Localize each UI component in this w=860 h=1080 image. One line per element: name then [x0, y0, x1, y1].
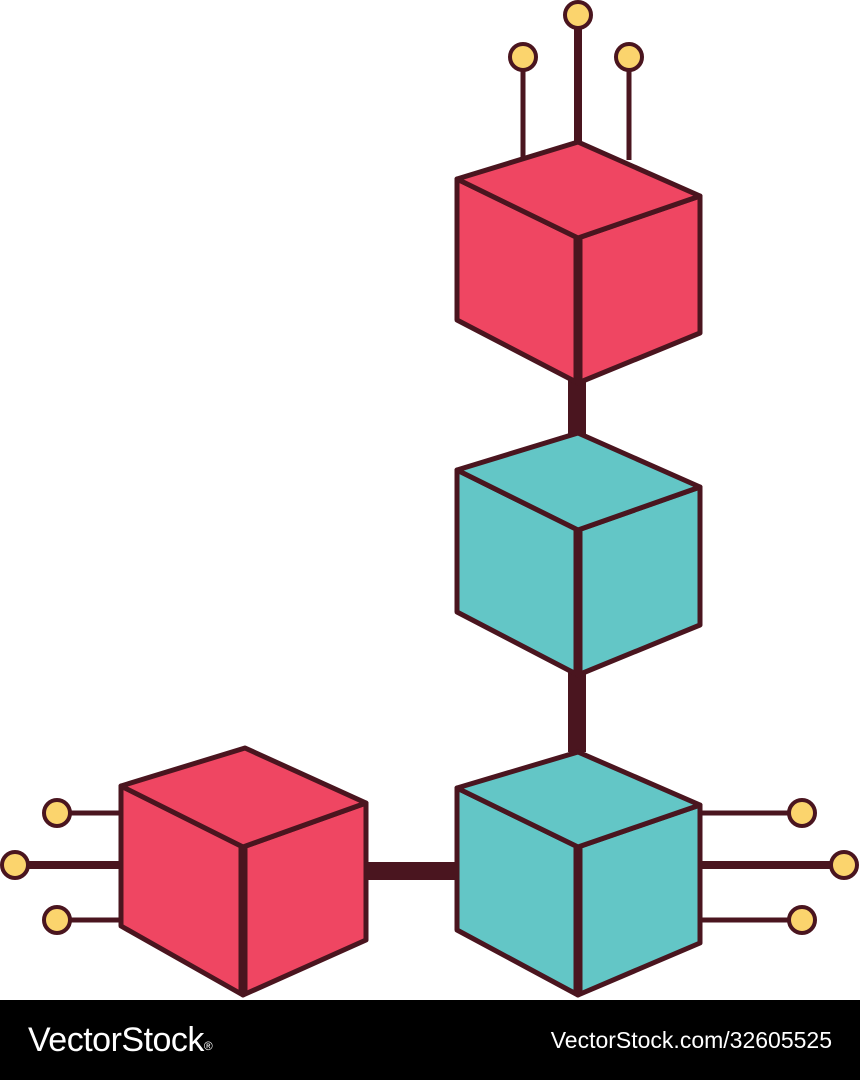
- chain-link: [568, 380, 586, 436]
- chain-links: [364, 380, 586, 880]
- chain-link: [364, 862, 458, 880]
- watermark-footer: VectorStock® VectorStock.com/32605525: [0, 1000, 860, 1080]
- left-red-cube: [118, 745, 369, 998]
- blockchain-cubes-illustration: [0, 0, 859, 998]
- right-circuit-nodes: [700, 798, 859, 935]
- chain-link: [568, 672, 586, 752]
- circuit-node-icon: [787, 905, 817, 935]
- top-circuit-nodes: [508, 0, 644, 160]
- vectorstock-logo: VectorStock®: [28, 1018, 213, 1062]
- left-circuit-nodes: [0, 798, 122, 935]
- bottom-teal-cube: [454, 749, 703, 998]
- registered-mark: ®: [203, 1039, 213, 1053]
- circuit-node-icon: [563, 0, 593, 30]
- circuit-node-icon: [614, 42, 644, 72]
- circuit-node-icon: [787, 798, 817, 828]
- image-id-label: VectorStock.com/32605525: [550, 1027, 832, 1053]
- circuit-node-icon: [42, 905, 72, 935]
- circuit-node-icon: [42, 798, 72, 828]
- circuit-node-icon: [829, 850, 859, 880]
- middle-teal-cube: [454, 430, 703, 678]
- circuit-node-icon: [508, 42, 538, 72]
- top-red-cube: [454, 139, 703, 386]
- circuit-node-icon: [0, 850, 30, 880]
- brand-name: VectorStock: [28, 1021, 204, 1059]
